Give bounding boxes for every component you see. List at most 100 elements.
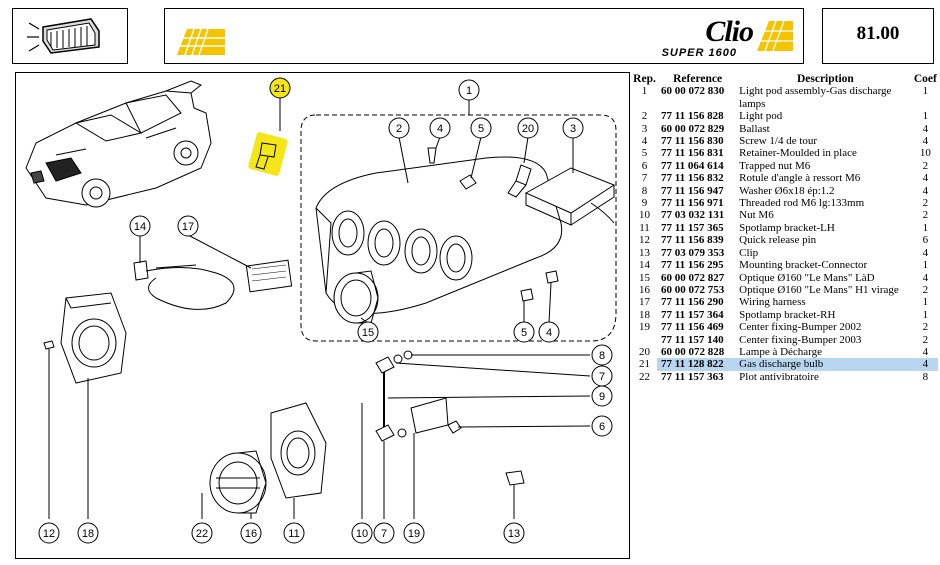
- logo-clio-text: Clio: [705, 15, 754, 48]
- callout-21: [269, 77, 291, 99]
- svg-text:22: 22: [196, 528, 208, 540]
- callout-11: [283, 522, 305, 544]
- cell-rep: 18: [639, 308, 651, 321]
- cell-desc: Wiring harness: [739, 296, 806, 309]
- cell-rep: [632, 334, 657, 346]
- cell-rep: 8: [641, 184, 648, 197]
- cell-ref: 77 11 156 469: [661, 321, 724, 334]
- cell-desc: Light pod: [739, 110, 783, 123]
- headlight-icon-box: [12, 8, 128, 64]
- cell-rep: 1: [641, 85, 648, 98]
- cell-ref: 60 00 072 830: [661, 85, 725, 98]
- cell-coef: 8: [922, 370, 929, 383]
- callout-10: [351, 522, 373, 544]
- callout-8: [591, 344, 613, 366]
- svg-text:2: 2: [396, 123, 402, 135]
- callout-6: [591, 415, 613, 437]
- light-pod-drawing: [315, 156, 563, 314]
- cell-ref: 77 11 064 614: [661, 159, 724, 172]
- cell-ref: 77 11 156 947: [661, 184, 724, 197]
- callout-17: [177, 215, 199, 237]
- diagram-drawing: 21 1 2 4 5 20 3 14 17 15 5 4 8 7 9 6 12 …: [25, 77, 617, 544]
- callout-2: [388, 117, 410, 139]
- cell-rep: 10: [639, 209, 651, 222]
- svg-text:19: 19: [408, 528, 420, 540]
- optique-16-drawing: [209, 450, 267, 514]
- cell-coef: 4: [922, 246, 929, 259]
- cell-coef: 1: [922, 296, 929, 309]
- cell-ref: 77 11 156 832: [661, 172, 724, 185]
- cell-rep: 9: [641, 197, 648, 210]
- cell-coef: 4: [922, 122, 929, 135]
- table-row[interactable]: 10 77 03 032 131 Nut M6 2: [632, 209, 938, 221]
- svg-text:20: 20: [522, 123, 534, 135]
- brand-stripes-icon: [177, 29, 225, 55]
- cell-ref: 77 11 128 822: [657, 358, 739, 371]
- callout-4b: [538, 321, 560, 343]
- cell-desc: Retainer-Moulded in place: [739, 147, 857, 160]
- cell-ref: 60 00 072 828: [661, 345, 725, 358]
- page-number: 81.00: [856, 23, 900, 44]
- cell-rep: 21: [639, 358, 651, 371]
- cell-coef: 4: [922, 345, 929, 358]
- cell-coef: 1: [922, 85, 929, 98]
- cell-coef: 4: [922, 172, 929, 185]
- bracket-11-drawing: [270, 402, 327, 499]
- cell-desc: Washer Ø6x18 ép:1.2: [739, 184, 835, 197]
- logo-super-text: SUPER 1600: [661, 47, 737, 59]
- cell-desc: Spotlamp bracket-RH: [739, 308, 836, 321]
- cell-coef: 2: [922, 321, 929, 334]
- callout-7b: [373, 522, 395, 544]
- cell-rep: 19: [639, 321, 651, 334]
- cell-desc: Rotule d'angle à ressort M6: [739, 172, 861, 185]
- svg-text:11: 11: [288, 528, 299, 540]
- cell-desc: Plot antivibratoire: [739, 370, 819, 383]
- cell-desc: Trapped nut M6: [739, 159, 811, 172]
- cell-rep: 12: [639, 234, 651, 247]
- cell-desc: Nut M6: [739, 209, 774, 222]
- svg-text:3: 3: [570, 123, 576, 135]
- table-header-row: Rep. Reference Description Coef: [632, 73, 938, 85]
- cell-coef: 4: [922, 184, 929, 197]
- parts-table: Rep. Reference Description Coef 1 60 00 0…: [632, 73, 938, 383]
- cell-coef: 2: [922, 209, 929, 222]
- cell-desc: Lampe à Décharge: [739, 345, 823, 358]
- cell-ref: 60 00 072 829: [661, 122, 725, 135]
- car-illustration: [25, 80, 212, 208]
- cell-ref: 77 11 157 140: [661, 333, 724, 346]
- clio-logo: Clio SUPER 1600: [643, 13, 793, 61]
- svg-text:4: 4: [437, 123, 443, 135]
- table-row[interactable]: 8 77 11 156 947 Washer Ø6x18 ép:1.2 4: [632, 185, 938, 197]
- cell-ref: 77 03 032 131: [661, 209, 725, 222]
- svg-text:5: 5: [521, 327, 527, 339]
- cell-ref: 77 03 079 353: [661, 246, 725, 259]
- bracket-18-drawing: [60, 292, 127, 384]
- cell-rep: 16: [639, 283, 651, 296]
- cell-ref: 77 11 156 839: [661, 234, 724, 247]
- cell-ref: 77 11 156 828: [661, 110, 724, 123]
- cell-rep: 11: [639, 221, 650, 234]
- cell-rep: 17: [639, 296, 651, 309]
- cell-rep: 3: [641, 122, 648, 135]
